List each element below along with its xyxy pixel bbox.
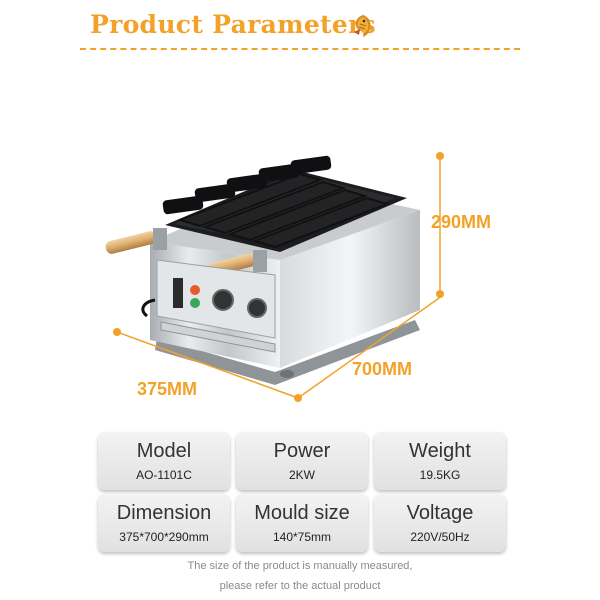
- spec-label: Mould size: [254, 502, 350, 524]
- header: Product Parameters: [80, 6, 520, 50]
- spec-label: Power: [273, 440, 331, 462]
- spec-value: 19.5KG: [419, 468, 461, 482]
- dimension-width: 700MM: [352, 359, 413, 379]
- spec-card-model: Model AO-1101C: [98, 432, 230, 490]
- spec-value: 220V/50Hz: [410, 530, 470, 544]
- spec-label: Weight: [409, 440, 471, 462]
- disclaimer-line-2: please refer to the actual product: [219, 580, 381, 592]
- spec-card-dimension: Dimension 375*700*290mm: [98, 494, 230, 552]
- spec-card-weight: Weight 19.5KG: [374, 432, 506, 490]
- disclaimer-line-1: The size of the product is manually meas…: [187, 560, 413, 572]
- spec-value: 140*75mm: [272, 530, 332, 544]
- spec-card-mould-size: Mould size 140*75mm: [236, 494, 368, 552]
- dimension-depth: 375MM: [137, 379, 198, 399]
- spec-label: Voltage: [406, 502, 474, 524]
- spec-value: 375*700*290mm: [119, 530, 209, 544]
- spec-label: Model: [136, 440, 192, 462]
- spec-value: 2KW: [288, 468, 315, 482]
- spec-card-voltage: Voltage 220V/50Hz: [374, 494, 506, 552]
- page-title: Product Parameters: [90, 10, 376, 39]
- spec-value: AO-1101C: [136, 468, 192, 482]
- taiyaki-fish-icon: [354, 15, 371, 37]
- dimension-height: 290MM: [431, 212, 492, 232]
- spec-label: Dimension: [116, 502, 212, 524]
- spec-card-power: Power 2KW: [236, 432, 368, 490]
- title-divider: [80, 48, 520, 50]
- waffle-maker-image: [105, 155, 420, 385]
